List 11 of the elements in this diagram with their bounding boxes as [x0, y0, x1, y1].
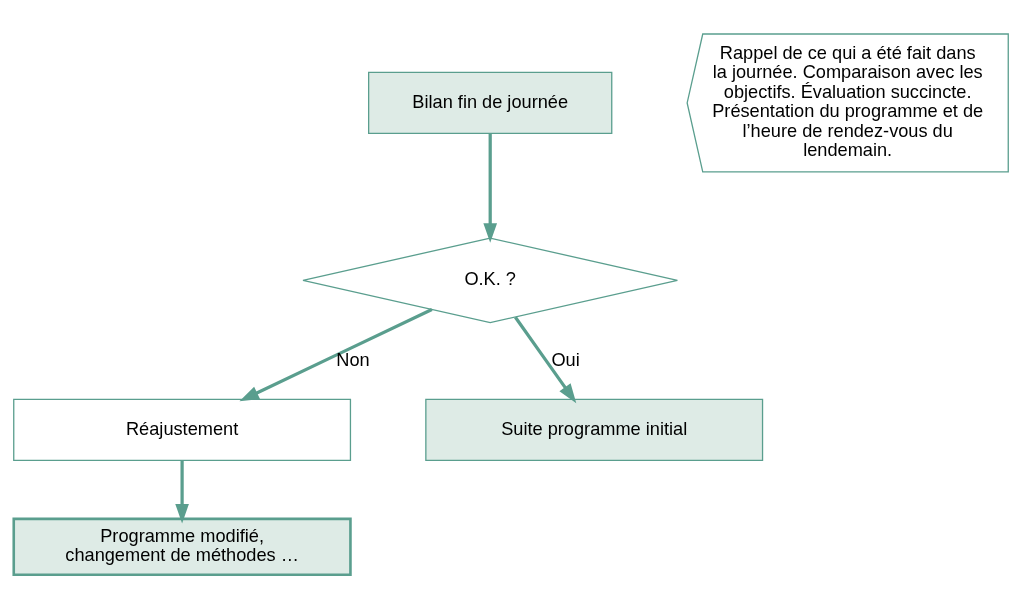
node-box: Bilan fin de journée	[368, 71, 613, 134]
node-box: Suite programme initial	[425, 398, 764, 461]
edge-label: Oui	[551, 349, 580, 370]
arrow	[175, 460, 189, 523]
node-box: Programme modifié, changement de méthodes …	[12, 517, 352, 576]
edge-label: Non	[336, 349, 370, 370]
node-diamond: O.K. ?	[302, 236, 679, 323]
arrow	[483, 132, 498, 243]
arrow	[239, 307, 433, 401]
arrow	[514, 315, 577, 403]
node-box: Réajustement	[13, 398, 352, 461]
